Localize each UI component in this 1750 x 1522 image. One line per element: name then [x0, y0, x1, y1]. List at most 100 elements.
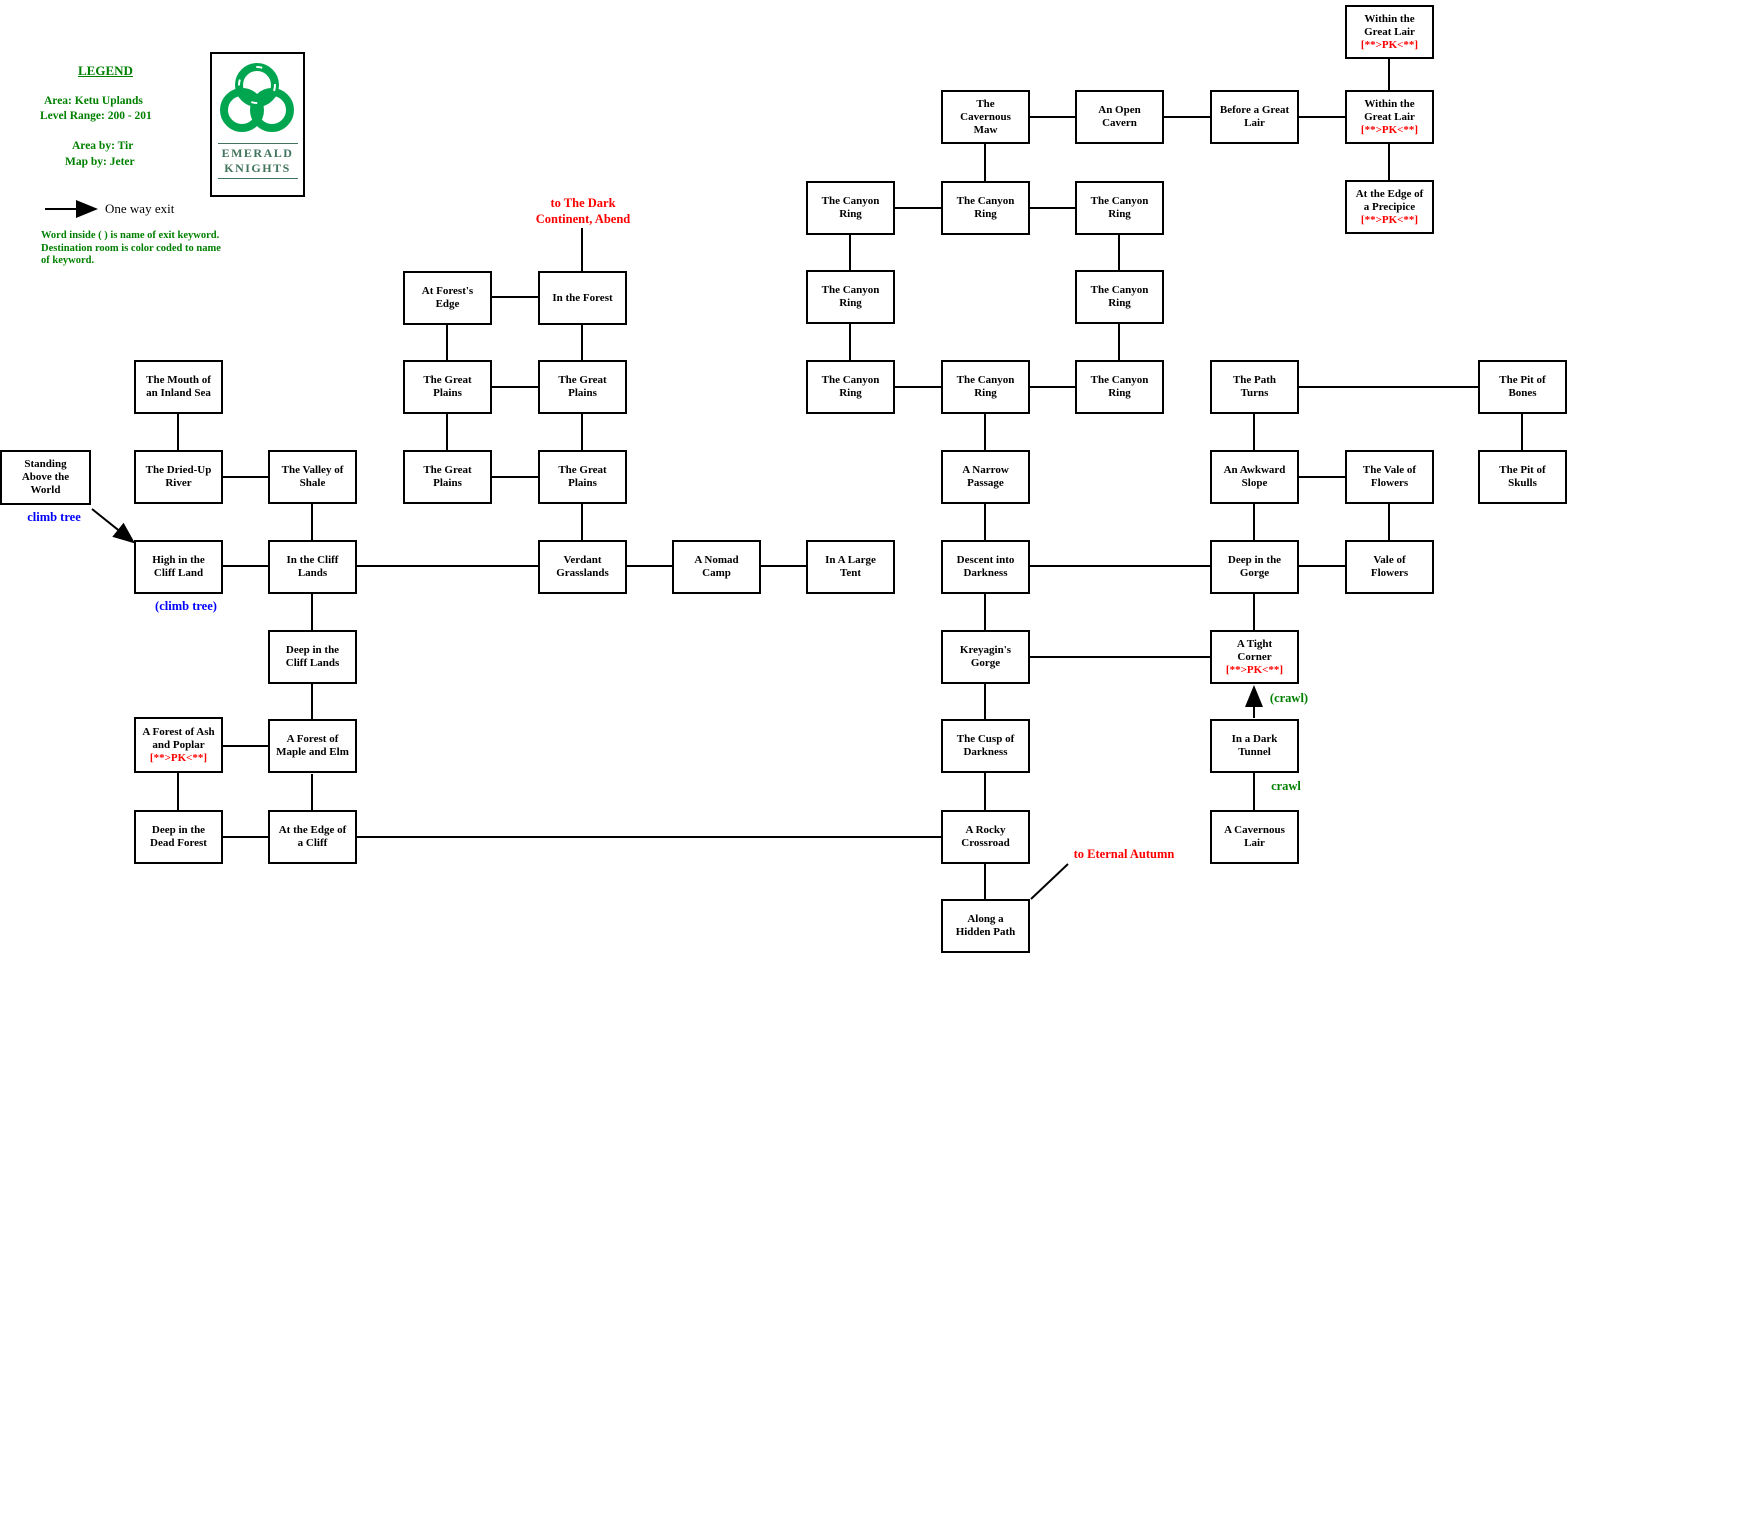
- one-way-exit-arrow: [91, 508, 136, 544]
- legend-heading: LEGEND: [78, 63, 133, 78]
- room-text-line: [**>PK<**]: [1360, 38, 1419, 51]
- room-text-line: Deep in the: [1227, 554, 1282, 566]
- room-text-line: an Inland Sea: [146, 387, 211, 399]
- room-text-line: Ring: [839, 387, 862, 399]
- room-text-line: An Awkward: [1223, 464, 1286, 476]
- room-text-line: Tunnel: [1238, 746, 1271, 758]
- room-text-line: River: [165, 477, 192, 489]
- legend-area-by: Area by: Tir: [72, 140, 134, 152]
- room-text-line: The Dried-Up: [145, 464, 212, 476]
- label-text-line: crawl: [1271, 779, 1301, 793]
- logo-text-line: EMERALD: [221, 146, 294, 160]
- room-text-line: Before a Great: [1219, 104, 1290, 116]
- room-text-line: The Vale of: [1362, 464, 1417, 476]
- room-text-line: Ring: [974, 208, 997, 220]
- room-text-line: Within the: [1364, 97, 1415, 110]
- room-text-line: At the Edge of: [278, 824, 347, 836]
- room-text-line: In A Large: [825, 554, 876, 566]
- room-text-line: Deep in the: [151, 824, 206, 836]
- room-text-line: Lair: [1244, 117, 1265, 129]
- room-text-line: Flowers: [1370, 477, 1409, 489]
- room-text-line: and Poplar: [152, 738, 205, 751]
- label-text-line: (climb tree): [155, 599, 217, 613]
- room-text-line: The Cusp of: [956, 733, 1015, 745]
- room-text-line: Darkness: [963, 746, 1008, 758]
- room-text-line: Ring: [1108, 387, 1131, 399]
- room-text-line: A Rocky: [965, 824, 1006, 836]
- one-way-exit-label: One way exit: [105, 201, 175, 216]
- emerald-knights-logo: EMERALD KNIGHTS: [210, 52, 305, 197]
- room-text-line: Skulls: [1508, 477, 1537, 489]
- room-text-line: Great Lair: [1364, 110, 1415, 123]
- room-text-line: Dead Forest: [150, 837, 207, 849]
- label-climb-tree-keyword: climb tree: [10, 509, 98, 525]
- label-crawl-keyword: crawl: [1260, 778, 1312, 794]
- room-text-line: Kreyagin's: [959, 644, 1012, 656]
- room-text-line: A Forest of: [286, 733, 339, 745]
- room-text-line: Turns: [1240, 387, 1269, 399]
- room-text-line: Standing: [24, 458, 67, 470]
- room-text-line: In the Cliff: [286, 554, 339, 566]
- room-text-line: Great Lair: [1364, 25, 1415, 38]
- room-text-line: The Great: [423, 464, 472, 476]
- room-text-line: [**>PK<**]: [1360, 213, 1419, 226]
- room-text-line: The Canyon: [1090, 374, 1149, 386]
- room-text-line: Ring: [839, 208, 862, 220]
- room-text-line: Edge: [435, 298, 460, 310]
- room-text-line: At Forest's: [421, 285, 474, 297]
- room-text-line: Cliff Lands: [285, 657, 340, 669]
- room-text-line: A Narrow: [962, 464, 1009, 476]
- room-text-line: Ring: [839, 297, 862, 309]
- room-text-line: Verdant: [563, 554, 602, 566]
- label-text-line: to Eternal Autumn: [1073, 847, 1175, 861]
- room-text-line: The Path: [1232, 374, 1277, 386]
- room-text-line: Plains: [568, 387, 597, 399]
- exit-line: [1030, 863, 1069, 900]
- room-text-line: The Canyon: [1090, 195, 1149, 207]
- room-text-line: The Great: [558, 374, 607, 386]
- room-text-line: A Forest of Ash: [142, 725, 215, 738]
- legend-area: Area: Ketu Uplands: [44, 95, 143, 107]
- room-text-line: The Great: [558, 464, 607, 476]
- room-text-line: The Canyon: [956, 195, 1015, 207]
- room-text-line: The Canyon: [821, 284, 880, 296]
- label-text-line: climb tree: [27, 510, 81, 524]
- room-text-line: Crossroad: [961, 837, 1010, 849]
- room-text-line: a Cliff: [297, 837, 328, 849]
- label-crawl-exit: (crawl): [1258, 690, 1320, 706]
- room-text-line: Tent: [840, 567, 861, 579]
- room-text-line: Ring: [1108, 297, 1131, 309]
- room-text-line: Plains: [433, 477, 462, 489]
